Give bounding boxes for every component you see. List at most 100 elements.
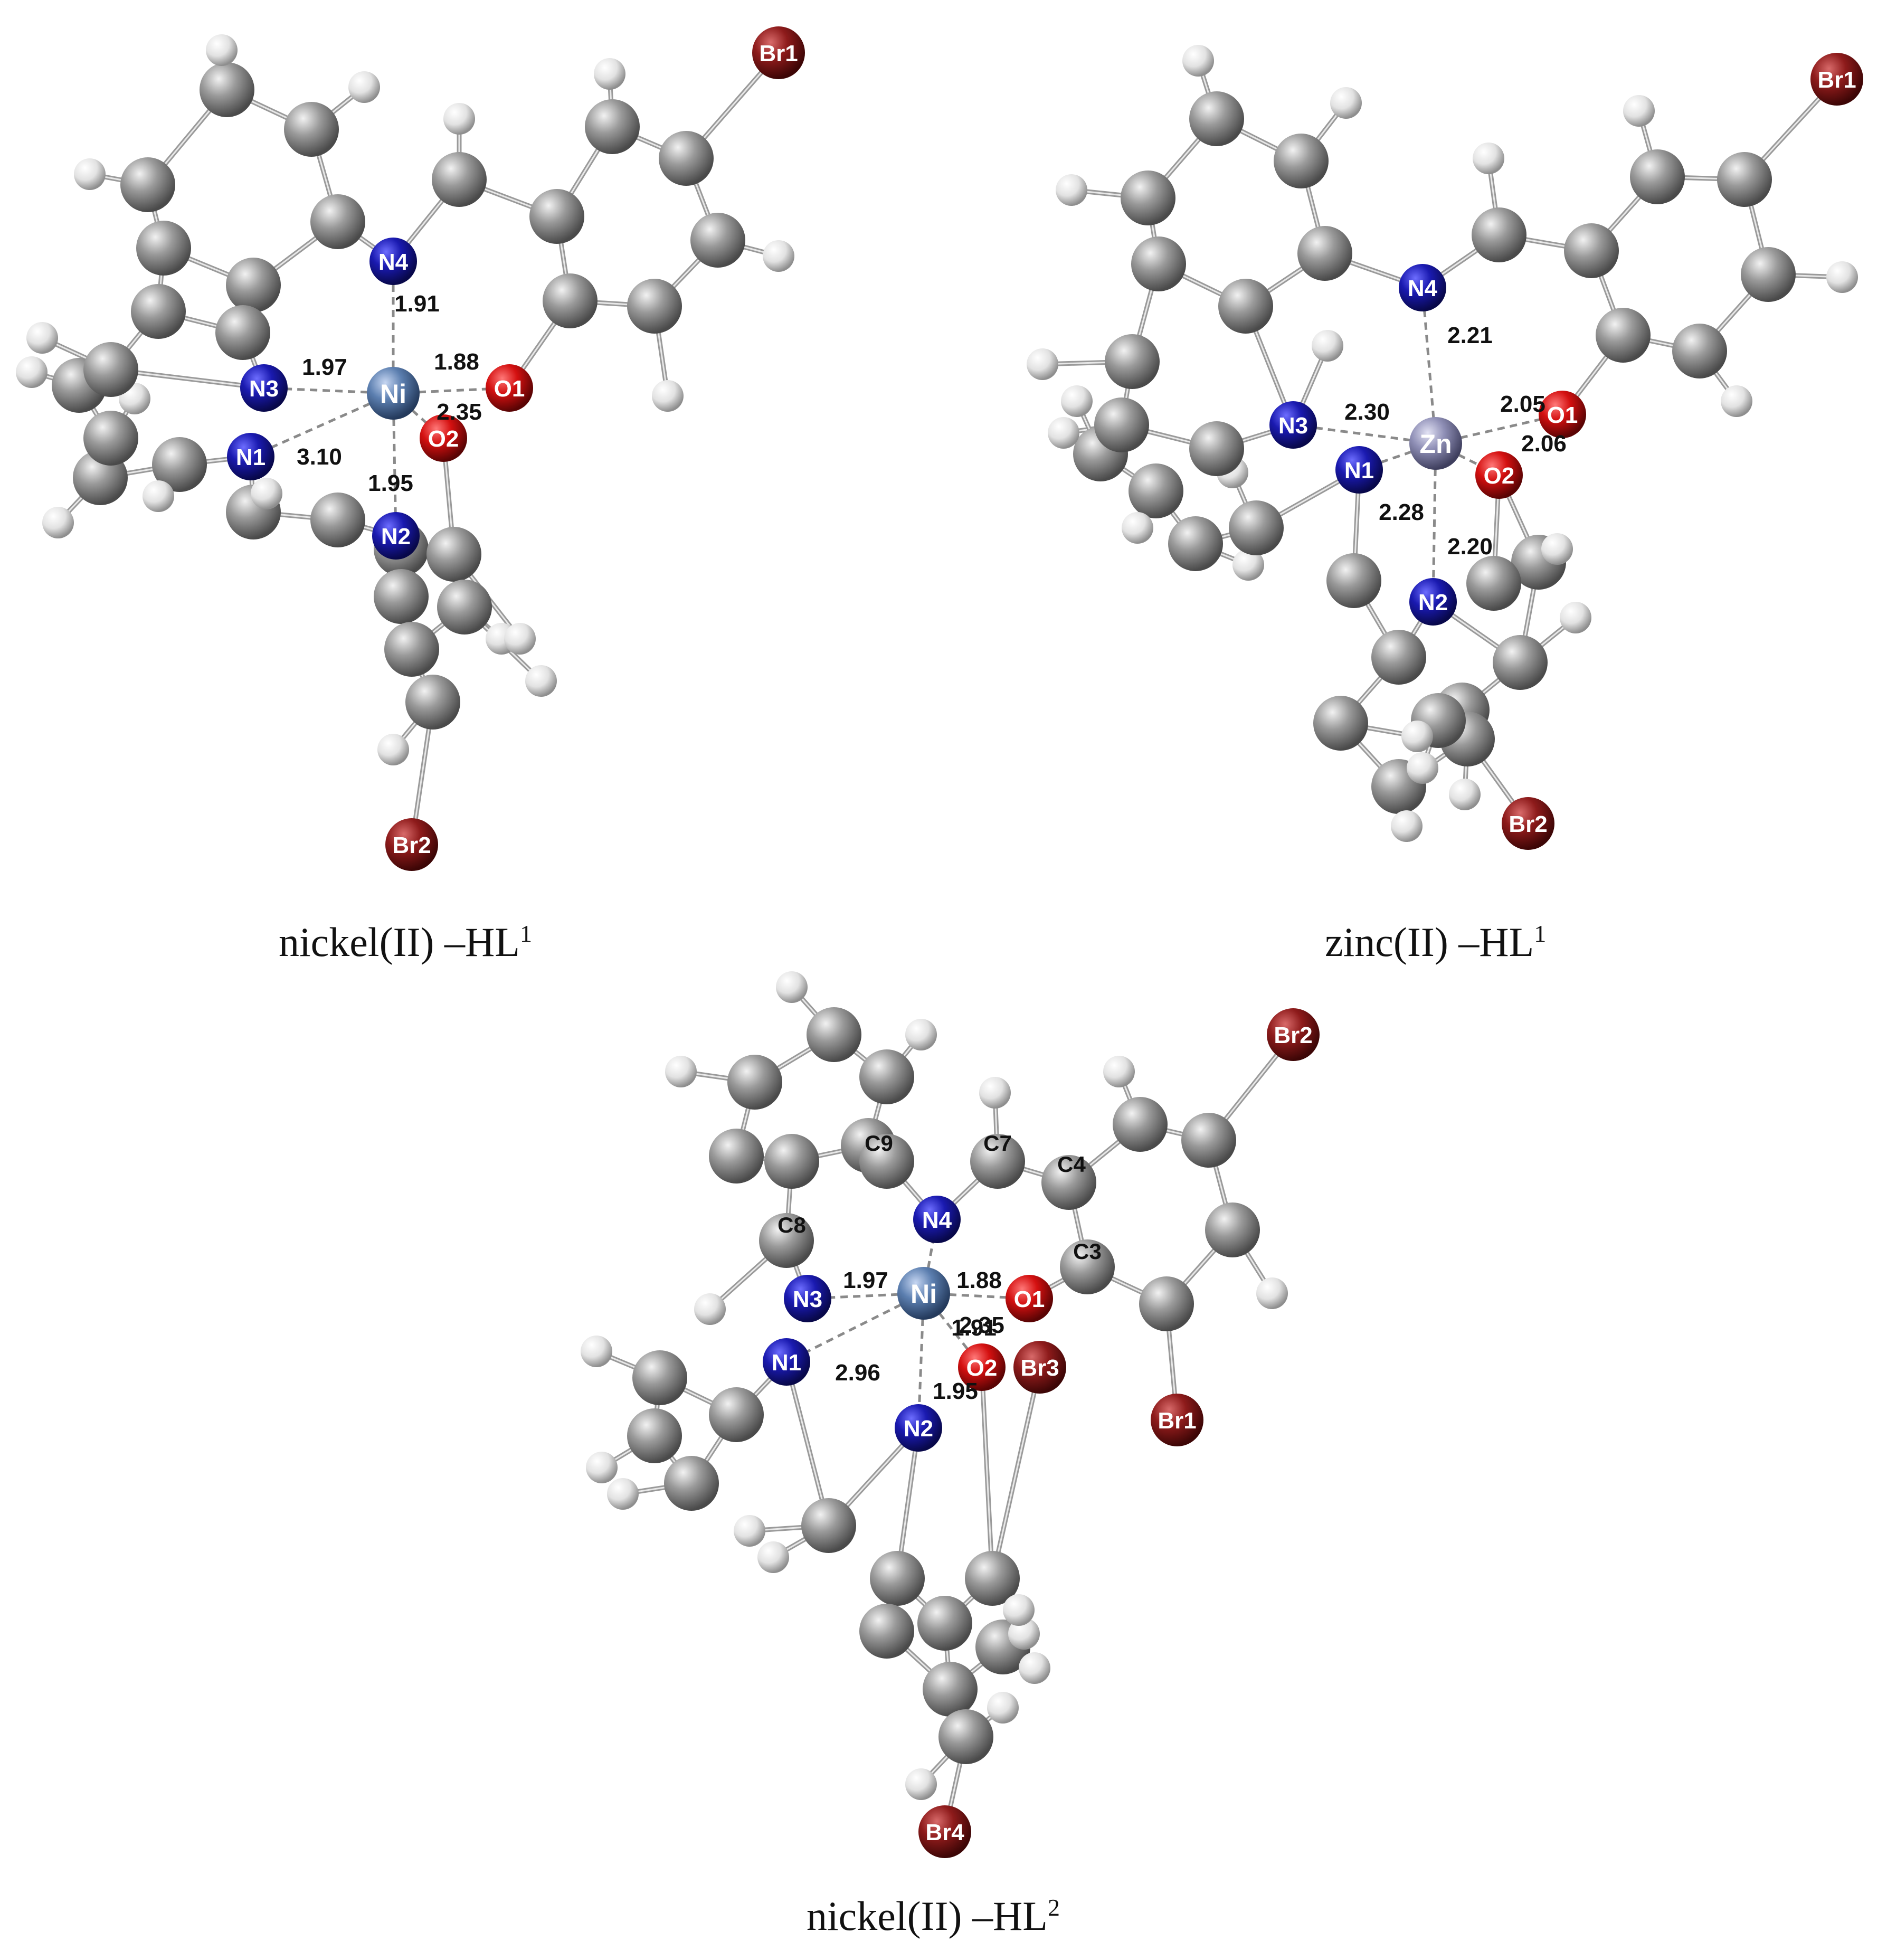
atom-label-br1: Br1: [759, 41, 798, 67]
carbon-atom: [801, 1498, 856, 1553]
carbon-atom: [632, 1350, 687, 1405]
distance-label-m-n1: 3.10: [297, 444, 342, 470]
caption-text: nickel(II) –HL: [807, 1893, 1048, 1939]
hydrogen-atom: [694, 1293, 726, 1325]
hydrogen-atom: [1401, 721, 1433, 752]
hydrogen-atom: [1003, 1594, 1035, 1626]
hydrogen-atom: [1019, 1652, 1050, 1684]
carbon-atom: [870, 1551, 925, 1606]
hydrogen-atom: [377, 734, 409, 765]
carbon-atom: [727, 1055, 782, 1110]
carbon-atom: [1630, 149, 1685, 204]
atom-label-n1: N1: [772, 1350, 801, 1376]
distance-label-m-o2: 2.35: [437, 399, 482, 425]
carbon-atom: [1493, 635, 1548, 690]
carbon-atom: [965, 1551, 1020, 1606]
carbon-atom: [1371, 630, 1426, 685]
carbon-atom: [1121, 171, 1175, 225]
carbon-atom: [83, 411, 138, 466]
hydrogen-atom: [763, 240, 794, 272]
carbon-atom: [1313, 696, 1368, 751]
hydrogen-atom: [74, 158, 106, 190]
carbon-atom: [627, 1408, 682, 1463]
carbon-atom: [200, 62, 254, 117]
oxygen-atom: [486, 364, 533, 412]
distance-label-m-n4: 1.91: [951, 1315, 997, 1341]
atom-label-br2: Br2: [1274, 1022, 1312, 1048]
nitrogen-atom: [372, 512, 420, 560]
carbon-atom: [432, 152, 487, 207]
distance-label-m-o1: 1.88: [956, 1267, 1002, 1293]
carbon-atom: [1472, 207, 1526, 262]
carbon-atom: [859, 1134, 914, 1189]
hydrogen-atom: [1473, 143, 1504, 174]
carbon-atom: [859, 1049, 914, 1104]
carbon-atom: [1741, 247, 1796, 302]
hydrogen-atom: [443, 103, 475, 135]
carbon-atom: [83, 342, 138, 397]
atom-label-n1: N1: [1344, 458, 1374, 484]
hydrogen-atom: [1048, 417, 1079, 449]
nitrogen-atom: [240, 364, 288, 412]
carbon-atom: [764, 1134, 819, 1189]
atom-label-n1: N1: [236, 444, 265, 470]
distance-label-m-n3: 1.97: [302, 354, 347, 380]
carbon-atom: [1297, 226, 1352, 281]
carbon-atom: [1094, 397, 1149, 452]
hydrogen-atom: [776, 971, 808, 1003]
nitrogen-atom: [913, 1196, 961, 1243]
nitrogen-atom: [369, 238, 417, 285]
atom-label-br1: Br1: [1817, 67, 1856, 93]
oxygen-atom: [1006, 1275, 1053, 1322]
distance-label-m-n1: 2.28: [1379, 499, 1424, 525]
nitrogen-atom: [1335, 446, 1383, 494]
hydrogen-atom: [1056, 174, 1087, 206]
carbon-atom: [1326, 553, 1381, 608]
hydrogen-atom: [143, 480, 174, 512]
carbon-atom: [384, 622, 439, 677]
caption-text: zinc(II) –HL: [1325, 919, 1534, 965]
carbon-atom: [1274, 134, 1329, 188]
oxygen-atom: [420, 414, 467, 462]
carbon-atom: [1060, 1239, 1115, 1294]
hydrogen-atom: [525, 665, 557, 697]
nitrogen-atom: [763, 1338, 810, 1386]
hydrogen-atom: [665, 1056, 697, 1087]
carbon-atom: [709, 1129, 764, 1183]
carbon-atom: [1189, 91, 1244, 146]
carbon-atom: [690, 213, 745, 268]
caption-superscript: 1: [519, 920, 532, 947]
hydrogen-atom: [652, 380, 684, 412]
hydrogen-atom: [1407, 752, 1438, 784]
bromine-atom: [1151, 1394, 1203, 1446]
atom-label-o1: O1: [1014, 1286, 1045, 1312]
oxygen-atom: [958, 1343, 1006, 1391]
carbon-atom: [1229, 500, 1284, 555]
atom-label-n4: N4: [1408, 276, 1438, 301]
atom-label-o2: O2: [966, 1355, 998, 1381]
carbon-label-c8: C8: [777, 1213, 806, 1237]
caption-superscript: 1: [1534, 920, 1547, 947]
carbon-atom: [426, 527, 481, 582]
nitrogen-atom: [784, 1275, 831, 1322]
atom-label-o2: O2: [1484, 463, 1515, 489]
carbon-atom: [970, 1134, 1025, 1189]
carbon-atom: [152, 437, 207, 492]
carbon-atom: [543, 273, 598, 328]
bromine-atom: [1013, 1341, 1066, 1394]
hydrogen-atom: [1391, 810, 1423, 842]
atom-label-n2: N2: [904, 1416, 933, 1442]
hydrogen-atom: [1449, 779, 1481, 810]
atom-label-n3: N3: [249, 376, 279, 402]
carbon-atom: [1129, 463, 1183, 518]
distance-label-m-n3: 2.30: [1344, 399, 1390, 425]
carbon-atom: [709, 1387, 764, 1442]
caption-panel-3: nickel(II) –HL2: [807, 1892, 1060, 1940]
hydrogen-atom: [1541, 533, 1573, 565]
carbon-atom: [923, 1662, 978, 1717]
bromine-atom: [918, 1805, 971, 1858]
hydrogen-atom: [504, 623, 536, 655]
nitrogen-atom: [895, 1404, 942, 1452]
